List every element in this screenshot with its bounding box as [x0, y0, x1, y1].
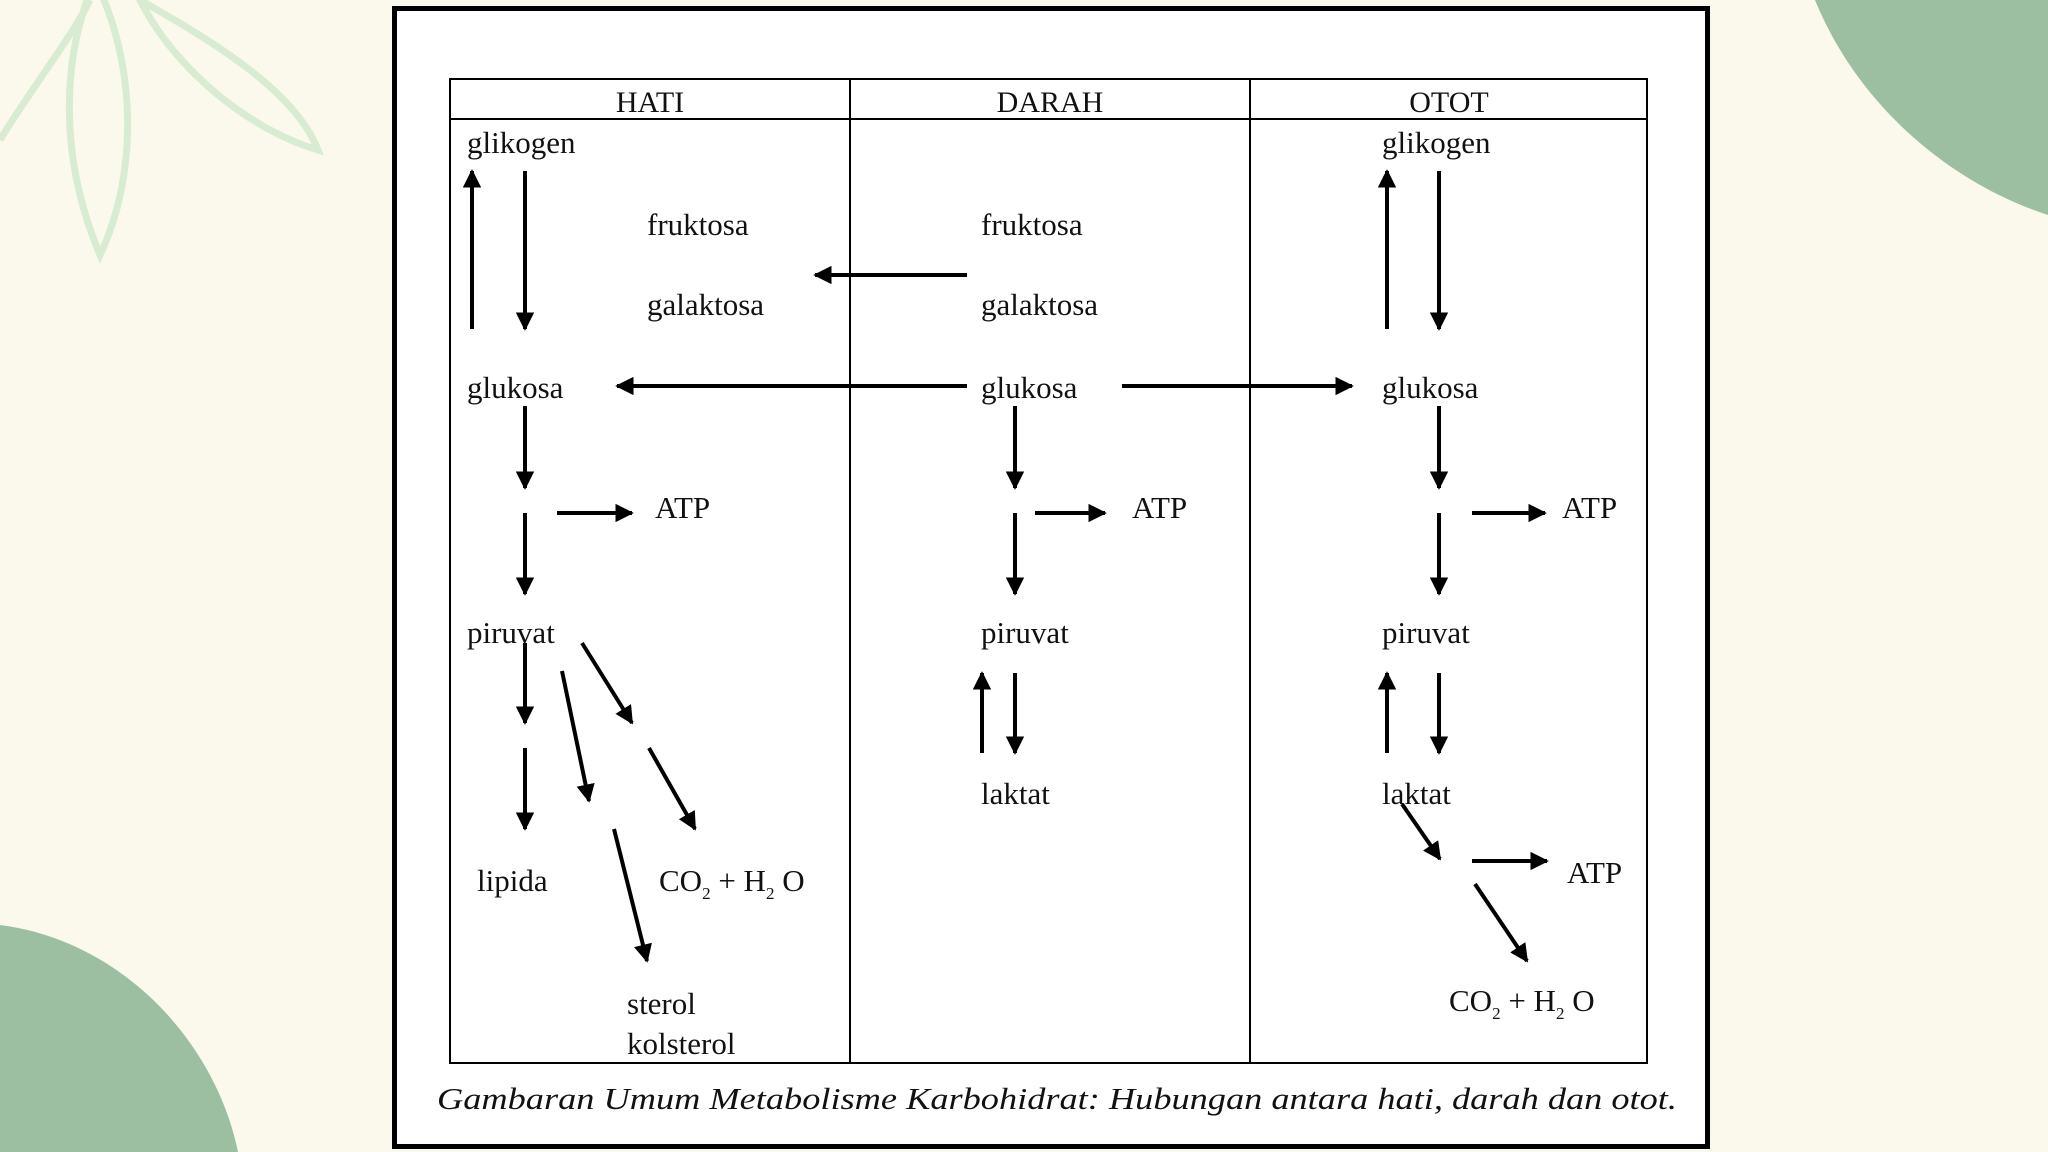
label-kolsterol-hati: kolsterol [627, 1026, 736, 1061]
label-glikogen-otot: glikogen [1382, 125, 1491, 160]
figure-caption: Gambaran Umum Metabolisme Karbohidrat: H… [437, 1081, 1677, 1116]
arrow-piruvat-to-sterol-2 [612, 828, 652, 963]
label-glukosa-hati: glukosa [467, 370, 564, 405]
diagram-frame: HATI DARAH OTOT [392, 6, 1710, 1149]
column-header-otot: OTOT [1409, 86, 1488, 119]
column-header-darah: DARAH [997, 86, 1104, 119]
arrows [462, 169, 1549, 963]
label-galaktosa-hati: galaktosa [647, 287, 764, 322]
label-sterol-hati: sterol [627, 986, 696, 1021]
arrow-piruvat-to-co2-2 [647, 747, 697, 831]
arrow-laktat-to-atp-step-otot [1400, 802, 1442, 861]
label-atp-hati: ATP [655, 490, 710, 525]
label-piruvat-darah: piruvat [981, 615, 1069, 650]
metabolism-diagram: HATI DARAH OTOT [437, 78, 1677, 1116]
label-fruktosa-darah: fruktosa [981, 207, 1083, 242]
label-galaktosa-darah: galaktosa [981, 287, 1098, 322]
arrow-to-co2-otot [1473, 882, 1529, 963]
label-laktat-otot: laktat [1382, 776, 1451, 811]
label-co2-h2o-hati: CO2 + H2 O [659, 863, 805, 903]
label-glukosa-otot: glukosa [1382, 370, 1479, 405]
label-fruktosa-hati: fruktosa [647, 207, 749, 242]
label-piruvat-hati: piruvat [467, 615, 555, 650]
leaf-outline-decoration [0, 0, 324, 264]
label-atp2-otot: ATP [1567, 855, 1622, 890]
label-piruvat-otot: piruvat [1382, 615, 1470, 650]
label-laktat-darah: laktat [981, 776, 1050, 811]
label-glukosa-darah: glukosa [981, 370, 1078, 405]
table-grid [449, 78, 1648, 1064]
arrow-piruvat-to-sterol-1 [560, 670, 595, 803]
label-glikogen-hati: glikogen [467, 125, 576, 160]
column-header-hati: HATI [616, 86, 684, 119]
label-lipida-hati: lipida [477, 863, 548, 898]
label-co2-h2o-otot: CO2 + H2 O [1449, 983, 1595, 1023]
label-atp-otot: ATP [1562, 490, 1617, 525]
corner-blob-top-right [1815, 0, 2048, 215]
corner-blob-bottom-left [0, 925, 238, 1152]
arrow-piruvat-to-co2-1 [580, 641, 634, 725]
label-atp-darah: ATP [1132, 490, 1187, 525]
